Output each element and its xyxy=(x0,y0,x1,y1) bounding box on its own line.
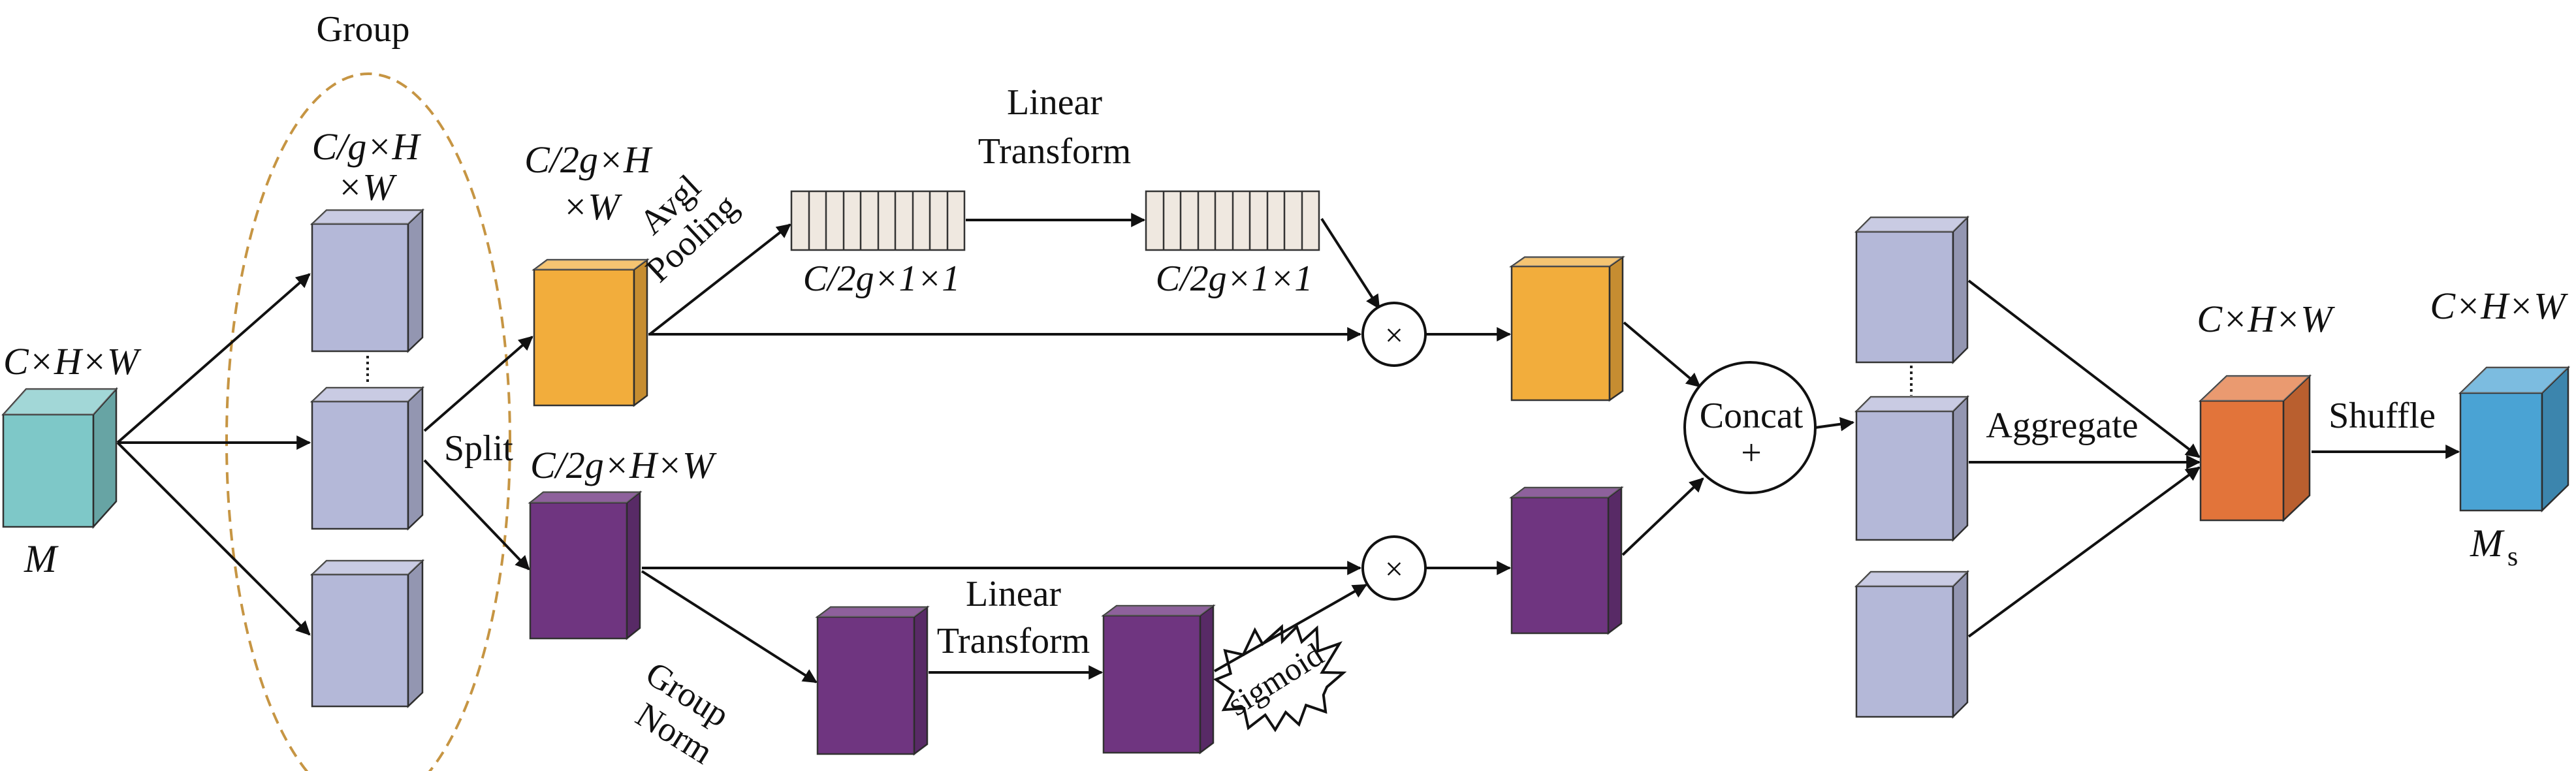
arrow-orange-out-to-concat xyxy=(1623,321,1701,388)
arrow-input-to-group1 xyxy=(116,273,311,444)
upper-multiply-symbol: × xyxy=(1385,317,1403,353)
aggregated-cube xyxy=(2198,374,2312,522)
arrow-aggregate-3 xyxy=(1967,466,2201,638)
upper-output-orange-cube xyxy=(1509,255,1625,402)
concat-label: Concat xyxy=(1700,396,1804,436)
concat-plus: + xyxy=(1741,433,1762,473)
arrow-avg-pooling xyxy=(648,223,791,336)
arrow-purple-out-to-concat xyxy=(1621,477,1704,556)
group-cube-2 xyxy=(310,386,425,531)
linear-transform-purple-cube xyxy=(1101,604,1216,755)
group-dims-line1: C/g×H xyxy=(312,125,422,168)
lower-purple-cube xyxy=(528,490,643,640)
concat-group-cube-1 xyxy=(1854,215,1970,365)
lower-multiply-symbol: × xyxy=(1385,550,1403,587)
upper-dims-line1: C/2g×H xyxy=(524,138,653,181)
linear-transform-top-line2: Transform xyxy=(978,131,1131,172)
upper-dims-line2: ×W xyxy=(562,185,622,228)
upper-orange-cube xyxy=(532,258,650,407)
output-name-label: M xyxy=(2470,522,2505,565)
concat-group-cube-2 xyxy=(1854,394,1970,543)
pooled-vector-2-dims: C/2g×1×1 xyxy=(1156,259,1313,299)
input-name-label: M xyxy=(24,537,59,580)
arrow-split-upper xyxy=(423,336,533,432)
shuffle-label: Shuffle xyxy=(2329,396,2436,436)
arrow-concat-to-groups xyxy=(1815,417,1855,432)
group-ellipse xyxy=(225,72,511,771)
group-cube-1 xyxy=(310,208,425,353)
split-label: Split xyxy=(444,428,513,469)
input-dims-label: C×H×W xyxy=(3,340,142,383)
group-norm-purple-cube xyxy=(815,605,930,756)
pooled-vector-2 xyxy=(1145,190,1320,251)
linear-transform-bottom-line2: Transform xyxy=(937,621,1090,661)
aggregated-dims-label: C×H×W xyxy=(2197,298,2335,340)
arrow-sigmoid-to-multiply xyxy=(1214,584,1367,672)
linear-transform-top-line1: Linear xyxy=(1007,82,1102,123)
output-dims-label: C×H×W xyxy=(2430,285,2568,327)
upper-multiply-node: × xyxy=(1361,302,1427,367)
group-dims-line2: ×W xyxy=(337,166,397,208)
output-name-subscript: s xyxy=(2507,542,2518,572)
lower-output-purple-cube xyxy=(1509,486,1624,635)
arrow-group-norm xyxy=(641,570,818,684)
concat-node: Concat + xyxy=(1683,361,1817,494)
arrow-split-lower xyxy=(423,459,530,571)
input-cube xyxy=(1,386,118,529)
sigmoid-starburst-icon: sigmoid xyxy=(1213,623,1347,732)
arrow-vector2-to-multiply xyxy=(1320,217,1380,309)
concat-group-cube-3 xyxy=(1854,569,1970,719)
output-cube xyxy=(2458,366,2571,512)
group-cube-3 xyxy=(310,559,425,708)
pooled-vector-1-dims: C/2g×1×1 xyxy=(803,259,961,299)
aggregate-label: Aggregate xyxy=(1986,405,2138,446)
lower-dims-label: C/2g×H×W xyxy=(530,444,717,486)
lower-multiply-node: × xyxy=(1361,535,1427,601)
pooled-vector-1 xyxy=(790,190,966,251)
arrow-aggregate-1 xyxy=(1967,279,2201,458)
arrow-input-to-group3 xyxy=(116,441,311,636)
group-label: Group xyxy=(316,9,409,50)
linear-transform-bottom-line1: Linear xyxy=(966,574,1061,614)
